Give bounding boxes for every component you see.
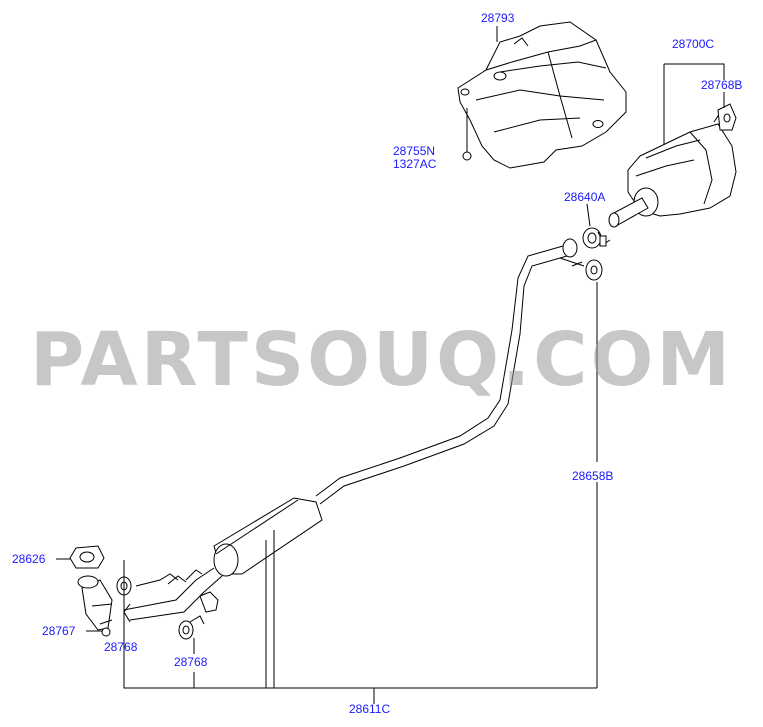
part-label-28767[interactable]: 28767 — [42, 624, 76, 638]
part-label-28768b[interactable]: 28768B — [701, 78, 743, 92]
hanger-28768-right-drawing[interactable] — [178, 615, 205, 640]
exhaust-pipe-drawing[interactable] — [77, 238, 585, 631]
catalytic-converter-drawing[interactable] — [608, 109, 737, 228]
hanger-28768b-drawing[interactable] — [717, 103, 737, 131]
gasket-28626-drawing[interactable] — [69, 545, 105, 569]
heat-shield-bolt-drawing[interactable] — [462, 108, 472, 161]
part-label-28640a[interactable]: 28640A — [564, 190, 606, 204]
part-label-28755n[interactable]: 28755N — [393, 144, 436, 158]
part-label-1327ac[interactable]: 1327AC — [393, 157, 437, 171]
part-label-28611c[interactable]: 28611C — [349, 702, 391, 716]
part-label-28793[interactable]: 28793 — [481, 11, 515, 25]
part-label-28768-left[interactable]: 28768 — [104, 640, 138, 654]
part-label-28658b[interactable]: 28658B — [572, 469, 614, 483]
part-label-28768-right[interactable]: 28768 — [174, 655, 208, 669]
heat-shield-drawing[interactable] — [457, 21, 627, 169]
hanger-28658b-drawing[interactable] — [585, 259, 603, 281]
leader-lines — [56, 26, 725, 704]
nut-28767-drawing[interactable] — [101, 627, 111, 637]
part-label-28626[interactable]: 28626 — [12, 552, 46, 566]
gasket-clamp-drawing[interactable] — [582, 227, 611, 249]
part-label-28700c[interactable]: 28700C — [672, 37, 715, 51]
